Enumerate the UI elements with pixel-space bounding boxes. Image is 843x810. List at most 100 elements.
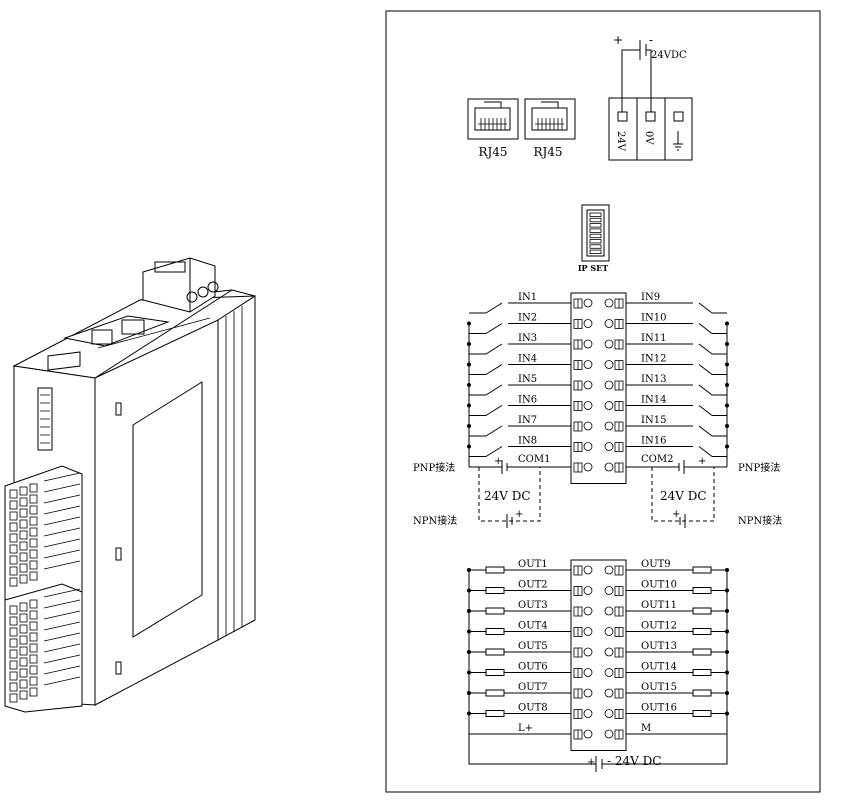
- terminal-clamp-right: [604, 709, 614, 718]
- device-terminal-cell: [9, 555, 18, 565]
- input-label-in2: IN2: [518, 313, 537, 324]
- terminal-clamp-left: [583, 421, 593, 431]
- device-terminal-cell: [29, 610, 38, 620]
- input-right-switch: [698, 323, 713, 334]
- device-terminal-cell: [19, 563, 28, 573]
- terminal-clamp-right: [604, 319, 614, 328]
- input-label-in13: IN13: [641, 374, 666, 385]
- terminal-clamp-right: [604, 298, 614, 308]
- output-supply-label: - 24V DC: [607, 754, 661, 768]
- input-label-in4: IN4: [518, 354, 537, 365]
- device-terminal-cell: [19, 602, 28, 612]
- output-left-load: [485, 710, 505, 717]
- output-right-load: [692, 628, 712, 635]
- device-terminal-cell: [29, 538, 38, 548]
- terminal-clamp-right: [604, 565, 614, 575]
- device-terminal-cell: [9, 671, 18, 681]
- dip-switch-slot: [589, 212, 602, 217]
- output-label-out10: OUT10: [641, 580, 677, 591]
- terminal-clamp-left: [583, 729, 593, 739]
- device-terminal-cell: [29, 643, 38, 653]
- terminal-clamp-left: [583, 339, 593, 349]
- device-terminal-cell: [29, 494, 38, 504]
- junction-dot: [725, 568, 729, 572]
- device-terminal-cell: [9, 544, 18, 554]
- terminal-clamp-right: [604, 339, 614, 349]
- dip-switch-slot: [589, 217, 602, 223]
- com2-label: COM2: [641, 454, 673, 465]
- output-label-out2: OUT2: [518, 580, 548, 591]
- device-terminal-slot: [43, 665, 81, 675]
- input-label-in8: IN8: [518, 436, 537, 447]
- device-terminal-cell: [9, 660, 18, 670]
- junction-dot: [467, 362, 471, 367]
- input-left-switch: [485, 405, 503, 416]
- input-right-switch: [698, 364, 713, 375]
- junction-dot: [725, 691, 729, 695]
- input-left-switch: [485, 446, 503, 457]
- npn-left-dashed: [478, 467, 541, 522]
- ground-icon: [673, 131, 683, 151]
- pnp-label-right: PNP接法: [738, 461, 780, 474]
- terminal-clamp-right: [604, 627, 614, 636]
- output-right-load: [692, 710, 712, 717]
- input-left-switch: [485, 323, 503, 334]
- input-label-in15: IN15: [641, 415, 666, 426]
- output-right-load: [692, 669, 712, 676]
- output-right-load: [692, 689, 712, 697]
- output-right-load: [692, 587, 712, 594]
- ip-dip-switch: [581, 204, 610, 262]
- device-terminal-cell: [19, 486, 28, 496]
- power-terminal: [608, 40, 693, 161]
- com2-plus-sign: +: [698, 456, 706, 467]
- output-label-out8: OUT8: [518, 703, 548, 714]
- output-left-load: [485, 628, 505, 635]
- device-terminal-cell: [19, 668, 28, 678]
- input-label-in1: IN1: [518, 292, 537, 303]
- junction-dot: [725, 444, 729, 449]
- device-terminal-slot: [43, 494, 81, 504]
- ip-set-label: IP SET: [578, 263, 608, 273]
- dip-switch-slot: [589, 233, 602, 239]
- rj45-port-a: [467, 98, 519, 140]
- device-terminal-cell: [29, 632, 38, 642]
- input-right-switch: [698, 384, 713, 396]
- junction-dot: [725, 342, 729, 346]
- terminal-clamp-left: [583, 462, 593, 472]
- device-terminal-cell: [29, 654, 38, 664]
- power-terminal-24v: 24V: [615, 131, 626, 152]
- output-plus-sign: +: [587, 757, 595, 768]
- output-wiring: OUT1OUT2OUT3OUT4OUT5OUT6OUT7OUT8OUT9OUT1…: [467, 559, 729, 772]
- terminal-clamp-left: [583, 688, 593, 698]
- device-terminal-slot: [43, 588, 81, 598]
- device-terminal-cell: [19, 635, 28, 645]
- input-label-in12: IN12: [641, 354, 666, 365]
- output-left-load: [485, 669, 505, 676]
- device-terminal-cell: [19, 613, 28, 623]
- junction-dot: [725, 424, 729, 428]
- input-label-in6: IN6: [518, 395, 537, 406]
- input-label-in7: IN7: [518, 415, 537, 426]
- device-terminal-cell: [9, 533, 18, 543]
- output-label-out13: OUT13: [641, 641, 677, 652]
- junction-dot: [725, 609, 729, 613]
- npn-left-plus-sign: +: [515, 509, 523, 520]
- npn-label-right: NPN接法: [738, 514, 782, 527]
- output-left-load: [485, 648, 505, 656]
- terminal-clamp-right: [604, 421, 614, 431]
- device-terminal-slot: [43, 621, 81, 631]
- power-plus-sign: +: [613, 33, 623, 47]
- terminal-clamp-left: [583, 401, 593, 410]
- device-terminal-cell: [19, 552, 28, 562]
- output-label-out9: OUT9: [641, 559, 671, 570]
- device-terminal-cell: [9, 638, 18, 648]
- device-terminal-cell: [29, 621, 38, 631]
- terminal-clamp-right: [604, 401, 614, 410]
- input-supply-right-label: 24V DC: [660, 489, 707, 503]
- junction-dot: [725, 629, 729, 634]
- output-label-out4: OUT4: [518, 621, 548, 632]
- device-terminal-cell: [19, 646, 28, 656]
- input-right-switch: [698, 425, 713, 437]
- output-label-out16: OUT16: [641, 703, 677, 714]
- device-terminal-cell: [29, 549, 38, 559]
